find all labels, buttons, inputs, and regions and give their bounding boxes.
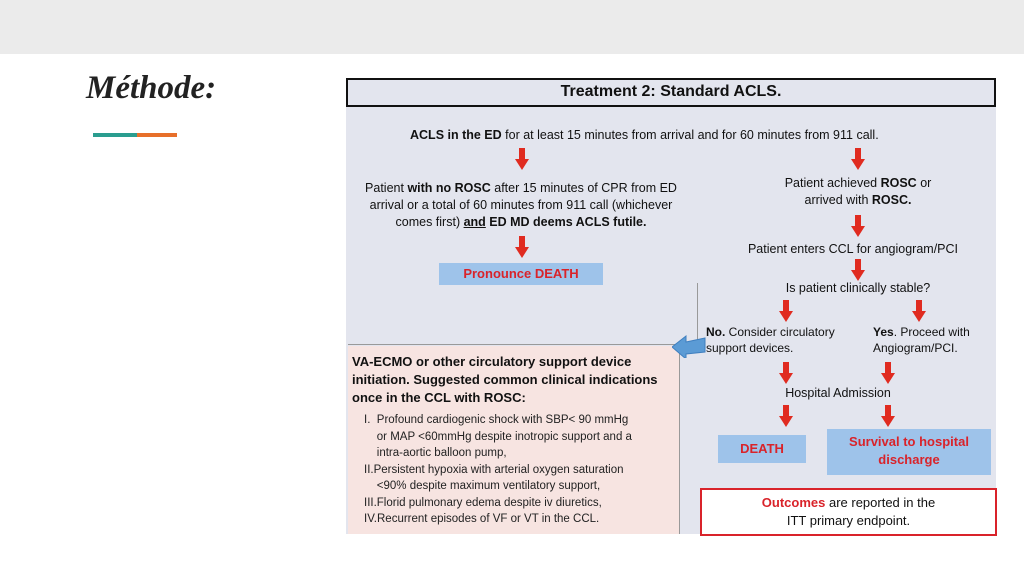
hospital-admission-text: Hospital Admission <box>785 386 891 400</box>
ecmo-indications-list: I. Profound cardiogenic shock with SBP< … <box>364 412 679 528</box>
arrow-down-icon <box>779 300 793 322</box>
outcomes-box: Outcomes are reported in the ITT primary… <box>700 488 997 536</box>
pronounce-death-box: Pronounce DEATH <box>439 263 603 285</box>
ecmo-heading: VA-ECMO or other circulatory support dev… <box>352 354 658 405</box>
slide-title: Méthode: <box>86 70 217 106</box>
arrow-down-icon <box>851 215 865 237</box>
arrow-down-icon <box>851 148 865 170</box>
arrow-down-icon <box>779 405 793 427</box>
top-bar <box>0 0 1024 54</box>
list-item: <90% despite maximum ventilatory support… <box>364 480 601 492</box>
accent-line-teal <box>93 133 137 137</box>
no-rosc-text: Patient with no ROSC after 15 minutes of… <box>365 181 677 229</box>
list-item: intra-aortic balloon pump, <box>364 447 507 459</box>
survival-box: Survival to hospital discharge <box>827 429 991 475</box>
ecmo-panel <box>348 346 679 534</box>
list-item: IV.Recurrent episodes of VF or VT in the… <box>364 513 600 525</box>
ccl-text: Patient enters CCL for angiogram/PCI <box>747 242 959 256</box>
stable-question-text: Is patient clinically stable? <box>785 281 931 295</box>
flowchart-diagram: Treatment 2: Standard ACLS. ACLS in the … <box>346 78 997 536</box>
no-branch-text: No. Consider circulatory support devices… <box>706 325 835 355</box>
list-item: III.Florid pulmonary edema despite iv di… <box>364 496 602 509</box>
arrow-down-icon <box>779 362 793 384</box>
arrow-down-icon <box>851 259 865 281</box>
arrow-down-icon <box>515 148 529 170</box>
diagram-title: Treatment 2: Standard ACLS. <box>560 83 782 100</box>
arrow-down-icon <box>515 236 529 258</box>
list-item: II.Persistent hypoxia with arterial oxyg… <box>364 463 624 476</box>
rosc-text: Patient achieved ROSC or arrived with RO… <box>784 176 932 207</box>
arrow-down-icon <box>881 362 895 384</box>
list-item: I. Profound cardiogenic shock with SBP< … <box>364 414 629 426</box>
acls-in-ed-text: ACLS in the ED for at least 15 minutes f… <box>410 128 879 142</box>
arrow-down-icon <box>912 300 926 322</box>
accent-line-orange <box>137 133 177 137</box>
yes-branch-text: Yes. Proceed with Angiogram/PCI. <box>873 325 970 355</box>
death-box: DEATH <box>718 435 806 463</box>
list-item: or MAP <60mmHg despite inotropic support… <box>364 430 632 443</box>
arrow-left-icon <box>672 334 706 358</box>
arrow-down-icon <box>881 405 895 427</box>
